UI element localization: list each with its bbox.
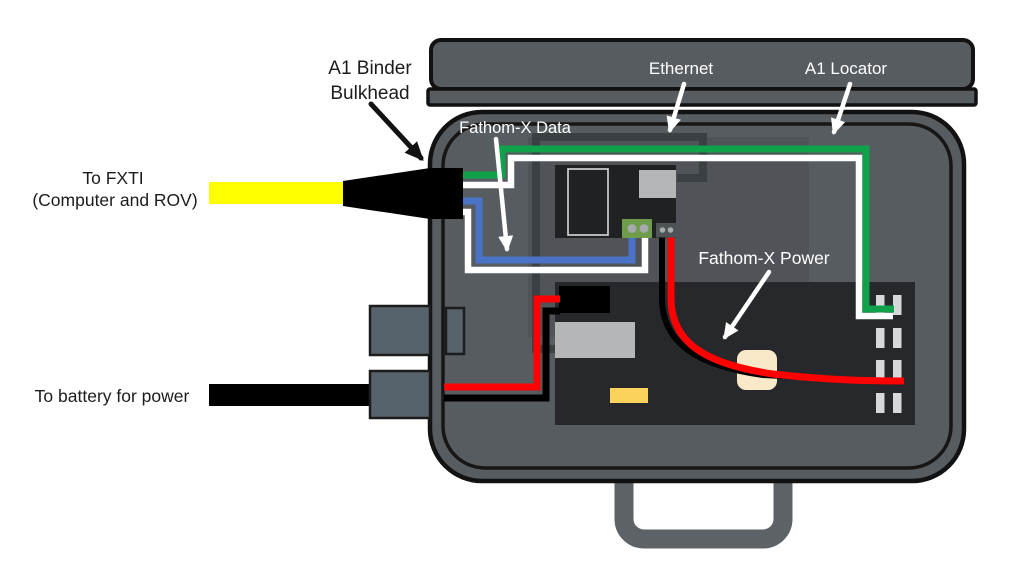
- pin-header: [876, 295, 885, 315]
- arrow-binder-bulkhead: [368, 101, 424, 161]
- terminal-pin: [639, 224, 649, 233]
- main-board-power-connector: [559, 286, 610, 313]
- pin-header: [893, 360, 902, 381]
- case-inner-rim: [441, 122, 953, 470]
- terminal-pin: [659, 227, 666, 233]
- pin-header: [893, 393, 902, 413]
- terminal-pin: [667, 227, 674, 233]
- fathom-x-ethernet-jack: [639, 170, 676, 198]
- wire-data-white: [461, 208, 649, 274]
- binder-bulkhead: [428, 168, 463, 219]
- arrow-ethernet: [666, 81, 687, 133]
- penetrator-top-inner: [444, 306, 466, 356]
- fathom-x-power-terminal: [656, 223, 676, 238]
- pin-headers: [876, 295, 902, 413]
- label-fathom-x-data: Fathom-X Data: [459, 119, 572, 137]
- fxti-cable: [209, 182, 344, 204]
- penetrator-top-outer: [368, 304, 432, 357]
- label-binder-bulkhead-line1: A1 Binder: [328, 58, 412, 79]
- fathom-x-data-terminal: [622, 219, 652, 238]
- penetrator-battery: [368, 369, 432, 420]
- main-board-yellow-component: [610, 388, 648, 403]
- battery-cable: [209, 384, 371, 406]
- label-a1-locator: A1 Locator: [805, 59, 888, 78]
- arrow-fathom-power: [722, 269, 772, 340]
- pin-header: [893, 295, 902, 315]
- pin-header: [876, 360, 885, 381]
- label-battery: To battery for power: [35, 386, 190, 406]
- label-binder-bulkhead-line2: Bulkhead: [330, 83, 409, 104]
- label-fathom-x-power: Fathom-X Power: [698, 248, 829, 268]
- wire-battery-black: [444, 307, 560, 402]
- arrow-a1-locator: [830, 81, 853, 135]
- label-fxti-line2: (Computer and ROV): [32, 190, 197, 210]
- pin-header: [876, 393, 885, 413]
- arrow-fathom-data: [493, 136, 514, 252]
- label-fxti-line1: To FXTI: [82, 168, 143, 188]
- wire-battery-red: [444, 295, 560, 391]
- pin-header: [893, 328, 902, 348]
- fathom-x-module-outline: [567, 168, 609, 236]
- wire-data-blue: [461, 197, 636, 264]
- wire-locator-green: [461, 145, 894, 313]
- wire-fathom-power-red: [667, 232, 905, 385]
- fxti-connector-taper: [343, 168, 430, 219]
- terminal-pin: [627, 224, 637, 233]
- pin-header: [876, 328, 885, 348]
- case-lid-lip: [426, 87, 978, 107]
- main-board-ethernet-jack: [555, 322, 635, 358]
- label-ethernet: Ethernet: [649, 59, 714, 78]
